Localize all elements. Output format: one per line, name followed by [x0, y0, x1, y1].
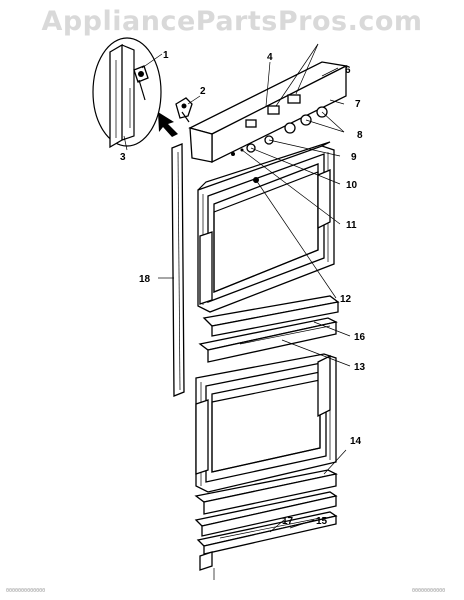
clock-window — [245, 119, 257, 128]
upper-door-bottom-bar — [202, 177, 340, 337]
display-window-2 — [287, 94, 301, 104]
footer-code-left: 0000000000000 — [6, 588, 45, 594]
control-panel — [188, 61, 349, 164]
callout-10: 10 — [346, 180, 358, 191]
callout-3: 3 — [120, 152, 126, 163]
side-trim-strip — [171, 143, 185, 397]
callout-17: 17 — [282, 516, 294, 527]
hinge-bracket — [175, 97, 193, 123]
callout-4: 4 — [267, 52, 273, 63]
direction-arrow — [158, 112, 178, 137]
callout-1: 1 — [163, 50, 169, 61]
watermark: AppliancePartsPros.com — [41, 6, 423, 37]
callout-7: 7 — [355, 99, 361, 110]
callout-9: 9 — [351, 152, 357, 163]
callout-8: 8 — [357, 130, 363, 141]
knob — [284, 122, 296, 134]
callout-labels: 1 2 3 4 6 7 8 9 10 11 12 13 14 15 16 17 … — [120, 50, 366, 527]
callout-6: 6 — [345, 65, 351, 76]
callout-16: 16 — [354, 332, 366, 343]
callout-18: 18 — [139, 274, 151, 285]
bottom-rail-assembly — [194, 469, 338, 571]
callout-13: 13 — [354, 362, 366, 373]
callout-15: 15 — [316, 516, 328, 527]
lower-oven-frame — [195, 353, 337, 493]
hinge-detail-inset — [92, 37, 162, 149]
callout-11: 11 — [346, 220, 357, 231]
callout-12: 12 — [340, 294, 352, 305]
callout-14: 14 — [350, 436, 362, 447]
callout-2: 2 — [200, 86, 206, 97]
middle-divider — [198, 317, 338, 363]
display-window — [267, 105, 280, 115]
leader-lines — [123, 43, 351, 580]
upper-oven-frame — [197, 141, 335, 313]
footer-code-right: 00000000000 — [412, 588, 445, 594]
